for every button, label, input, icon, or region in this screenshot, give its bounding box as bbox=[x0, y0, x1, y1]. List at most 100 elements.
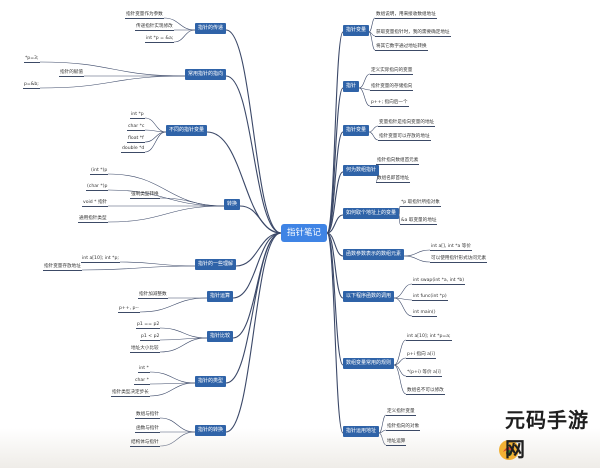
branch-b7[interactable]: 以下程序函数的调用 bbox=[343, 291, 395, 302]
node-b7c2[interactable]: int func(int *p) bbox=[412, 294, 448, 301]
node-connector bbox=[144, 131, 167, 153]
node-b6c1[interactable]: int a[], int *a 等价 bbox=[430, 244, 472, 251]
node-b3c1[interactable]: 变量指针是指向变量的地址 bbox=[378, 120, 436, 127]
branch-b1[interactable]: 指针变量 bbox=[343, 25, 370, 36]
node-connector bbox=[398, 205, 401, 216]
node-b8c2[interactable]: p+i 指向 a[i] bbox=[406, 352, 436, 359]
node-b12c1[interactable]: int *p bbox=[130, 112, 145, 119]
watermark-logo-icon bbox=[499, 440, 519, 460]
node-b2c3[interactable]: p++; 指向后一个 bbox=[370, 100, 409, 107]
node-connector bbox=[149, 382, 196, 397]
node-connector bbox=[119, 261, 196, 267]
node-b12c2[interactable]: char *c bbox=[127, 124, 146, 131]
node-b18c3[interactable]: 结构体与指针 bbox=[130, 440, 160, 447]
node-b9c2[interactable]: 指针指向的对象 bbox=[386, 424, 421, 431]
node-b7c3[interactable]: int main() bbox=[412, 310, 437, 317]
node-b13c2[interactable]: (int *)p bbox=[90, 168, 109, 175]
branch-b6[interactable]: 函数参数表示的数组元素 bbox=[343, 249, 405, 260]
node-connector bbox=[39, 61, 186, 77]
node-b13c1[interactable]: 强制类型转换 bbox=[130, 192, 160, 199]
node-connector bbox=[144, 131, 167, 143]
node-b3c2[interactable]: 指针变量可以存放的地址 bbox=[378, 134, 431, 141]
node-connector bbox=[81, 265, 196, 271]
node-connector bbox=[368, 125, 379, 133]
node-b13c3[interactable]: (char *)p bbox=[86, 184, 109, 191]
node-b4c2[interactable]: 数组名即首地址 bbox=[376, 176, 411, 183]
node-connector bbox=[39, 75, 186, 89]
node-b1c2[interactable]: 获取变量指针时，我的需要确定地址 bbox=[375, 30, 451, 37]
node-b10c3[interactable]: int *p = &a; bbox=[145, 36, 175, 43]
node-b14c2[interactable]: 指针变量存放地址 bbox=[43, 264, 82, 271]
branch-b3[interactable]: 指针变量 bbox=[343, 125, 370, 136]
branch-b12[interactable]: 不同的指针变量 bbox=[166, 125, 208, 136]
branch-b11[interactable]: 常用指针的指向 bbox=[185, 69, 227, 80]
node-b8c3[interactable]: *(p+i) 等价 a[i] bbox=[406, 370, 442, 377]
branch-b15[interactable]: 指针运算 bbox=[207, 291, 234, 302]
node-connector bbox=[139, 297, 208, 313]
node-b13c4[interactable]: void * 指针 bbox=[82, 200, 109, 207]
node-b4c1[interactable]: 指针指向数组首元素 bbox=[376, 158, 420, 165]
node-connector bbox=[107, 189, 225, 207]
branch-b5[interactable]: 如何取个地址上的变量 bbox=[343, 208, 400, 219]
branch-connector bbox=[326, 87, 344, 234]
node-b15c1[interactable]: 指针加减整数 bbox=[138, 292, 168, 299]
branch-connector bbox=[326, 131, 344, 234]
node-b16c2[interactable]: p1 < p2 bbox=[140, 334, 161, 341]
node-b11c2[interactable]: *p=3; bbox=[24, 56, 40, 63]
branch-b2[interactable]: 指针 bbox=[343, 81, 360, 92]
node-b13c5[interactable]: 通用指针类型 bbox=[78, 216, 108, 223]
node-connector bbox=[358, 87, 371, 91]
node-connector bbox=[403, 249, 431, 257]
branch-b4[interactable]: 何为数组指针 bbox=[343, 165, 380, 176]
node-b17c1[interactable]: int * bbox=[138, 366, 150, 373]
node-b14c1[interactable]: int a[10]; int *p; bbox=[81, 256, 120, 263]
node-b11c3[interactable]: p=&b; bbox=[23, 82, 40, 89]
node-b2c1[interactable]: 定义实际指向的变量 bbox=[370, 68, 414, 75]
node-b12c4[interactable]: double *d bbox=[121, 146, 146, 153]
node-b9c1[interactable]: 定义指针变量 bbox=[386, 409, 416, 416]
node-b7c1[interactable]: int swap(int *a, int *b) bbox=[412, 278, 466, 285]
node-b8c1[interactable]: int a[10]; int *p=a; bbox=[406, 334, 452, 341]
node-b16c1[interactable]: p1 == p2 bbox=[136, 322, 161, 329]
node-b17c3[interactable]: 指针类型决定步长 bbox=[111, 390, 150, 397]
node-b10c1[interactable]: 指针变量作为参数 bbox=[125, 12, 164, 19]
node-b18c2[interactable]: 函数与指针 bbox=[135, 426, 160, 433]
node-connector bbox=[393, 364, 407, 395]
branch-b9[interactable]: 指针运用地址 bbox=[343, 426, 380, 437]
node-b16c3[interactable]: 地址大小比较 bbox=[130, 346, 160, 353]
root-node[interactable]: 指针笔记 bbox=[281, 224, 327, 242]
node-b6c2[interactable]: 可以使用指针形式访问元素 bbox=[430, 256, 488, 263]
node-b2c2[interactable]: 指针变量的存储指向 bbox=[370, 84, 414, 91]
node-b5c2[interactable]: &a 取变量的地址 bbox=[400, 218, 438, 225]
branch-connector bbox=[232, 232, 282, 299]
node-b17c2[interactable]: char * bbox=[134, 378, 150, 385]
branch-connector bbox=[225, 232, 282, 433]
node-b11c1[interactable]: 指针的赋值 bbox=[59, 70, 84, 77]
node-b1c3[interactable]: 将其它数字通过地址转换 bbox=[375, 44, 428, 51]
node-b1c1[interactable]: 数组说明，用来接收数组地址 bbox=[375, 12, 437, 19]
branch-b8[interactable]: 数组变量常用的规则 bbox=[343, 358, 395, 369]
branch-b10[interactable]: 指针的传递 bbox=[195, 23, 227, 34]
branch-connector bbox=[232, 232, 282, 339]
node-connector bbox=[398, 214, 401, 225]
branch-b14[interactable]: 指针的一些理解 bbox=[195, 259, 237, 270]
node-b8c4[interactable]: 数组名不可以修改 bbox=[406, 388, 445, 395]
node-connector bbox=[144, 129, 167, 133]
node-b12c3[interactable]: float *f bbox=[127, 136, 145, 143]
branch-b17[interactable]: 指针的类型 bbox=[195, 376, 227, 387]
node-b15c2[interactable]: p++, p-- bbox=[118, 306, 140, 313]
node-b10c2[interactable]: 传递指针实现修改 bbox=[135, 24, 174, 31]
node-b9c3[interactable]: 地址运算 bbox=[386, 439, 407, 446]
branch-b16[interactable]: 指针比较 bbox=[207, 331, 234, 342]
node-connector bbox=[107, 173, 225, 207]
node-connector bbox=[393, 339, 407, 366]
node-connector bbox=[149, 371, 196, 384]
node-connector bbox=[393, 297, 413, 317]
branch-b18[interactable]: 指针的转换 bbox=[195, 425, 227, 436]
node-b5c1[interactable]: *p 取指针所指对象 bbox=[400, 200, 441, 207]
node-connector bbox=[159, 327, 208, 339]
node-b18c1[interactable]: 数组与指针 bbox=[135, 412, 160, 419]
branch-b13[interactable]: 转换 bbox=[224, 199, 241, 210]
